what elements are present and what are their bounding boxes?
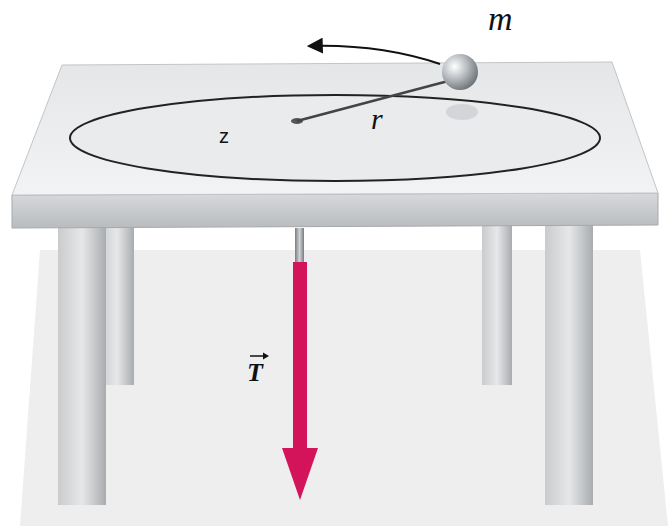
velocity-arrow [310,46,440,64]
radius-label: r [371,104,383,134]
ball [442,54,478,90]
table-front-edge [12,193,658,228]
mass-label: m [488,2,513,36]
table-top [12,62,658,195]
vector-arrow-head [263,353,269,360]
front-left-leg [58,225,106,505]
tension-arrow-head [282,448,318,500]
vector-arrow-line [250,355,264,357]
front-right-leg [545,225,593,505]
back-right-leg [482,225,512,385]
orbit-circle [70,95,600,181]
ball-reflection [446,104,478,120]
axis-label: z [219,126,229,146]
tension-label: T [247,360,263,386]
tension-arrow-shaft [293,262,307,452]
